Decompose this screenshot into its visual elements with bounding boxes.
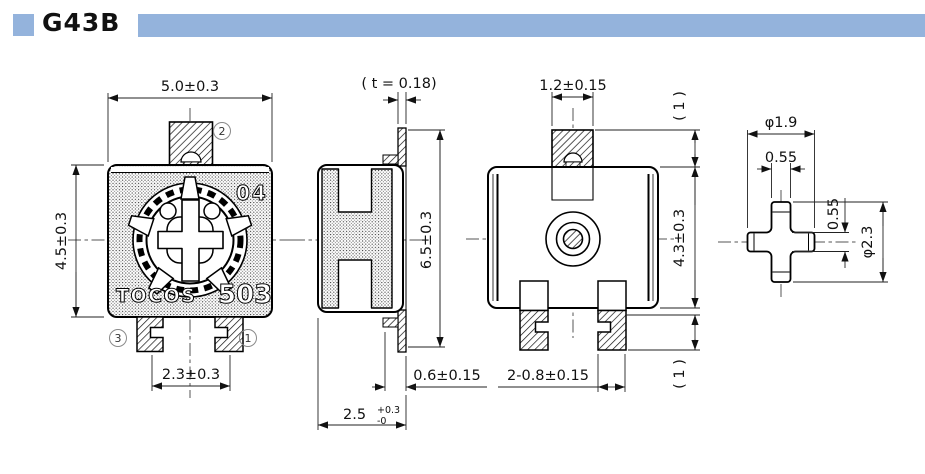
balloon-circle-icon: [239, 329, 257, 347]
rotor-tab-lower-right: [205, 266, 233, 295]
balloon-circle-icon: [109, 329, 127, 347]
dim-rotor-diameter: φ2.3: [793, 201, 888, 283]
rear-tab-dome: [563, 152, 583, 163]
dim-side-depth-tol-plus: +0.3: [377, 405, 400, 416]
terminal-number: 2: [219, 125, 226, 138]
dim-rear-tab-width: 1.2±0.15: [539, 78, 607, 126]
dim-rear-tab-width-label: 1.2±0.15: [539, 78, 607, 94]
side-terminal-plate-top: [397, 127, 407, 167]
rotor-pin-hole-right: [203, 202, 221, 220]
rotor-pointer-tabs: [127, 176, 253, 295]
rear-rivet-center: [562, 228, 584, 250]
side-body-core: [321, 168, 393, 309]
rotor-tick-ring: [136, 186, 244, 294]
resistance-code-marking: 503: [218, 280, 272, 310]
dim-front-height: 4.5±0.3: [54, 164, 104, 318]
rear-terminal-left-lower: [519, 309, 549, 351]
page-title: G43B: [42, 8, 121, 37]
side-view: ( t = 0.18) 6.5±0.3 0.6±0.15: [292, 76, 487, 430]
dim-rear-body-height: 4.3±0.3: [660, 167, 700, 309]
dim-slot-width-side: 0.55: [792, 198, 849, 268]
front-terminal-right: [214, 316, 244, 353]
header-accent-bar: [138, 14, 925, 37]
front-view: TOCOS 503 04 2 3 1: [54, 79, 302, 398]
header-accent-square-icon: [13, 14, 34, 36]
side-tab-bottom: [382, 317, 399, 328]
dim-slot-width-top-label: 0.55: [765, 150, 797, 166]
dim-side-thickness: ( t = 0.18): [361, 76, 437, 124]
side-tab-top: [382, 154, 399, 165]
front-tab-dome: [180, 151, 202, 163]
dim-rear-terminal-width-label: 2-0.8±0.15: [507, 368, 589, 384]
dim-rotor-diameter-label: φ2.3: [860, 226, 876, 259]
dim-side-depth-tol-minus: -0: [377, 416, 386, 427]
slot-cross-outline: [746, 201, 816, 283]
dim-side-depth: 2.5 +0.3 -0: [317, 318, 407, 430]
rotor-tab-top: [180, 176, 200, 200]
rear-tab-shaft-outline: [551, 167, 594, 201]
dim-front-width: 5.0±0.3: [107, 79, 273, 162]
rotor-cross-slot: [157, 199, 224, 282]
dim-side-thickness-label: ( t = 0.18): [361, 76, 436, 92]
dim-slot-width-side-label: 0.55: [826, 198, 842, 230]
terminal-number: 1: [245, 332, 252, 345]
dim-rear-terminal-length-label: ( 1 ): [672, 359, 688, 389]
front-body-lid: [111, 167, 269, 173]
dim-rear-tab-height-label: ( 1 ): [672, 91, 688, 121]
dim-side-height-label: 6.5±0.3: [419, 211, 435, 269]
dim-slot-width-top: 0.55: [757, 150, 805, 198]
dim-rear-body-height-label: 4.3±0.3: [672, 209, 688, 267]
terminal-number: 3: [115, 332, 122, 345]
front-terminal-left: [136, 316, 164, 353]
dim-front-pitch-label: 2.3±0.3: [162, 367, 220, 383]
dim-slot-span-label: φ1.9: [765, 115, 798, 131]
rotor-tab-lower-left: [147, 266, 175, 295]
dim-side-standoff-label: 0.6±0.15: [413, 368, 481, 384]
rotor-pin-hole-left: [159, 202, 177, 220]
terminal-balloon-1: 1: [239, 329, 257, 347]
balloon-circle-icon: [213, 122, 231, 140]
header: G43B: [0, 0, 925, 50]
dim-rear-tab-height: ( 1 ): [595, 91, 700, 168]
terminal-balloon-3: 3: [109, 329, 127, 347]
dim-rear-terminal-length: ( 1 ): [626, 314, 700, 389]
dim-front-height-label: 4.5±0.3: [54, 212, 70, 270]
rear-terminal-right-upper: [597, 280, 627, 312]
rotor-tab-upper-left: [127, 214, 155, 237]
brand-marking: TOCOS: [116, 285, 196, 307]
dim-side-depth-label: 2.5: [343, 407, 366, 423]
dim-slot-span: φ1.9: [747, 115, 815, 228]
rear-tab-dome-base: [565, 161, 581, 167]
dim-rear-terminal-width: 2-0.8±0.15: [498, 354, 626, 392]
lot-code-marking: 04: [236, 181, 268, 205]
side-terminal-plate-bottom: [397, 309, 407, 353]
rear-terminal-left-upper: [519, 280, 549, 312]
dim-front-width-label: 5.0±0.3: [161, 79, 219, 95]
terminal-balloon-2: 2: [213, 122, 231, 140]
dim-side-standoff: 0.6±0.15: [372, 332, 487, 391]
dim-front-pitch: 2.3±0.3: [151, 355, 231, 391]
slot-view: φ1.9 0.55 0.55 φ2: [718, 115, 888, 300]
rotor-tab-upper-right: [225, 214, 253, 237]
dim-side-height: 6.5±0.3: [408, 129, 445, 348]
rear-view: 1.2±0.15 ( 1 ) 4.3±0.3: [466, 78, 700, 392]
rear-terminal-right-lower: [597, 309, 627, 351]
